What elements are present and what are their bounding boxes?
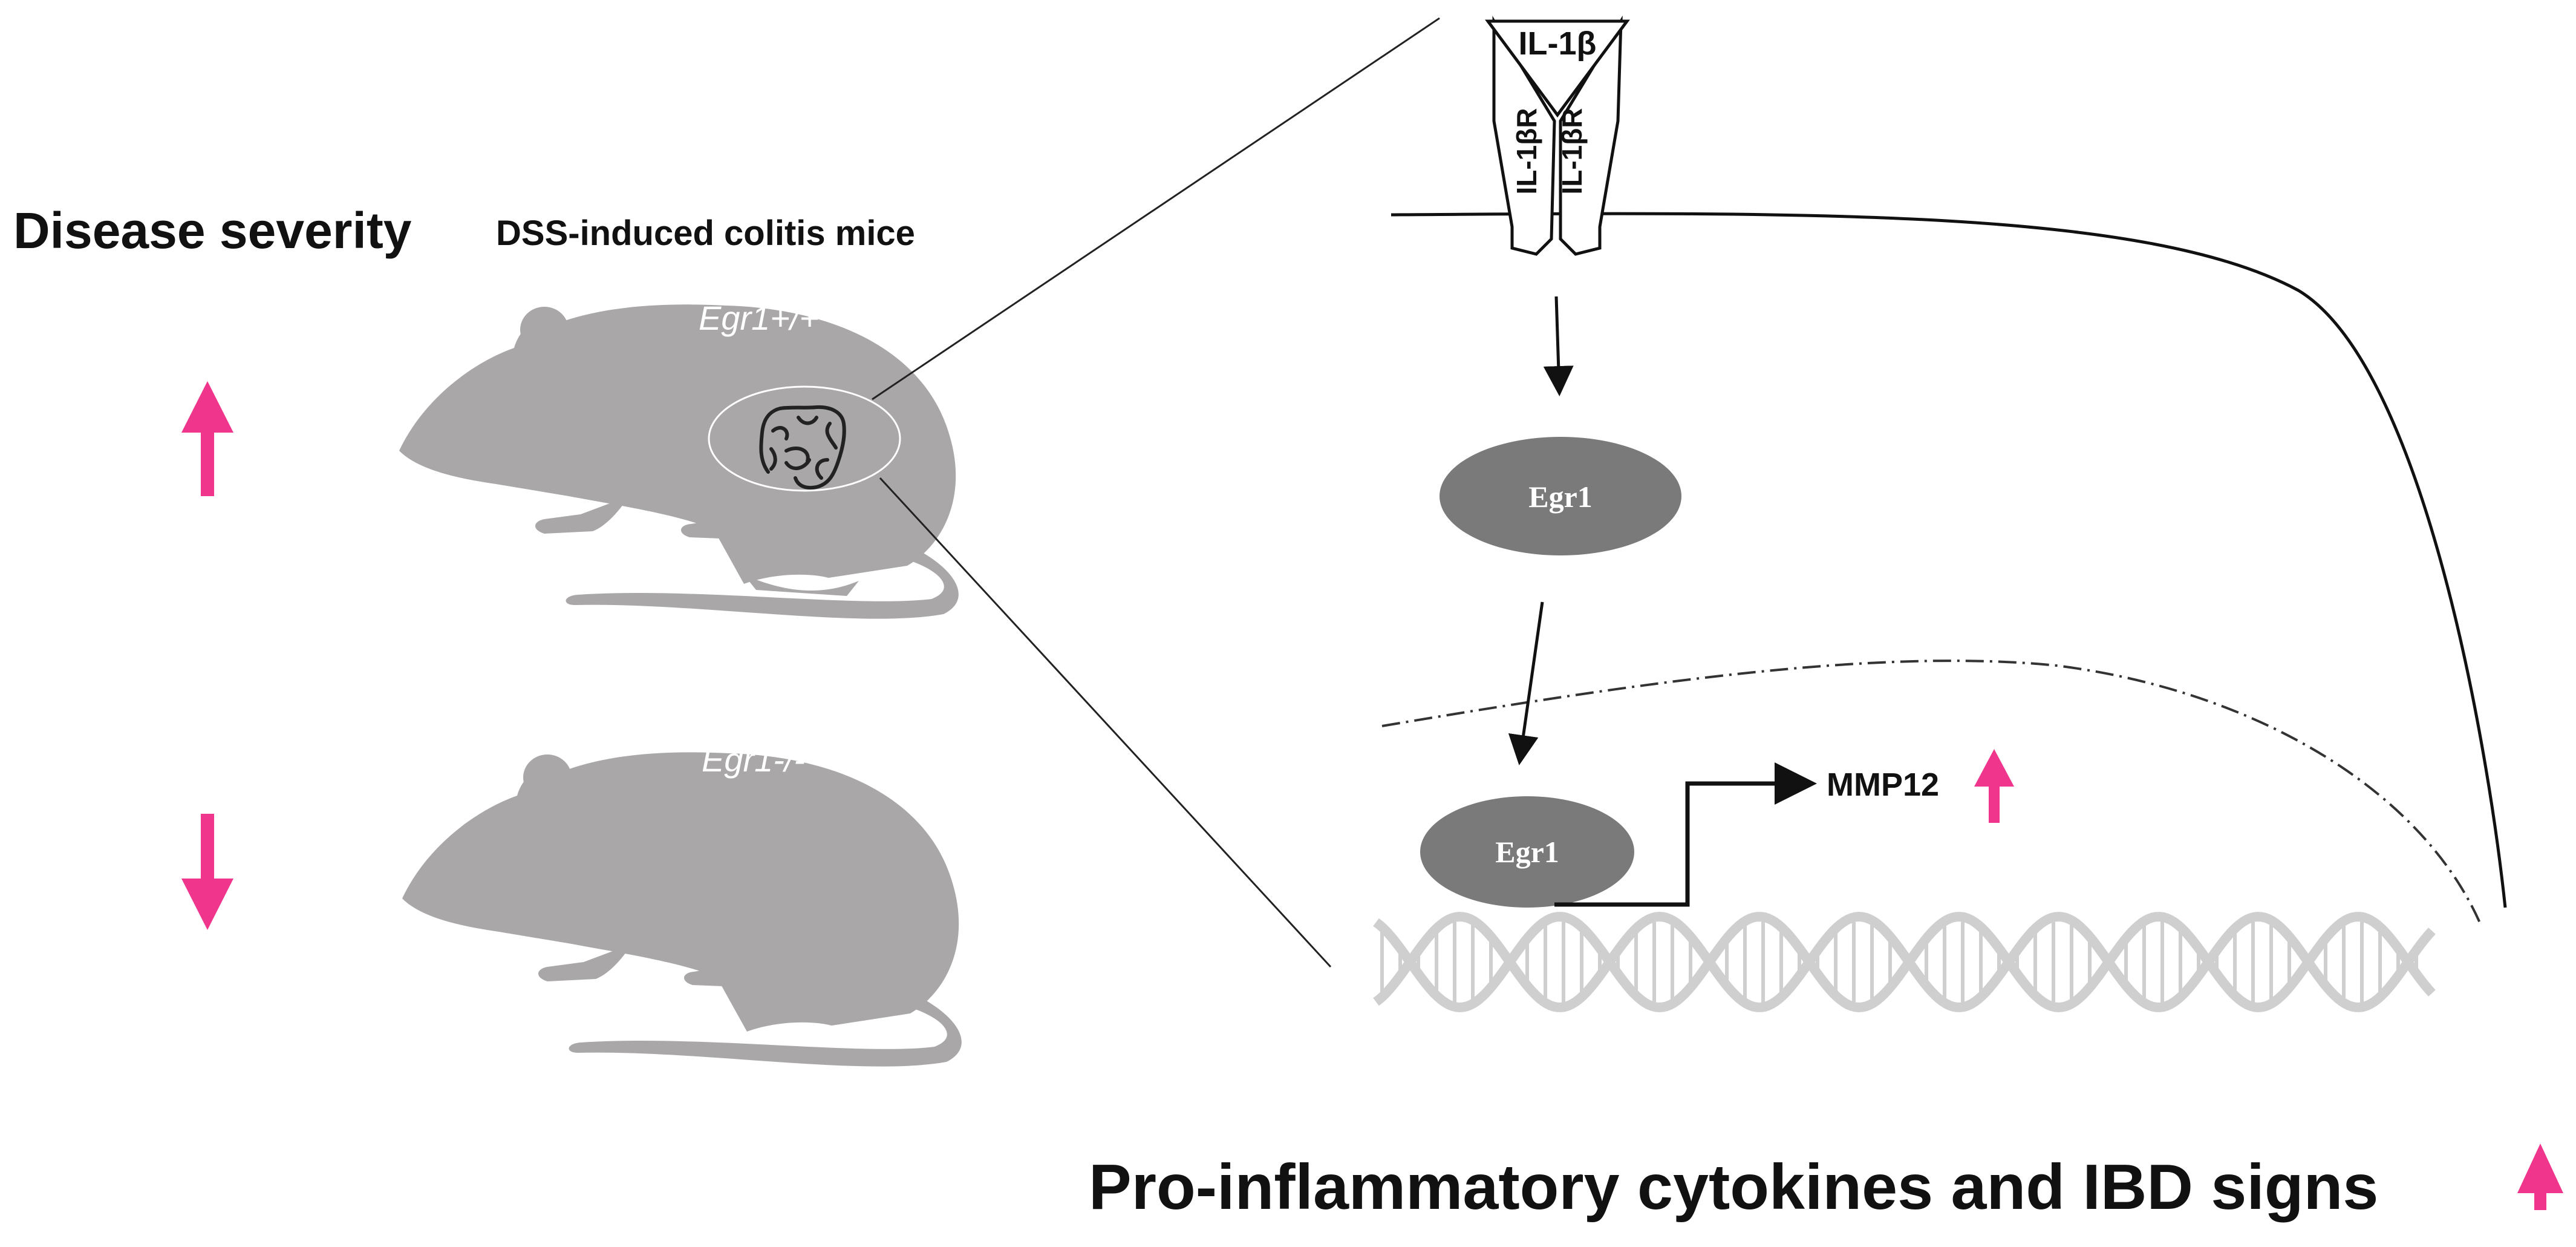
receptor-left-label: IL-1βR [1511, 108, 1542, 194]
dna-helix-icon [1373, 911, 2436, 1013]
egr1-nucleus-node [1420, 796, 1634, 908]
target-gene-label: MMP12 [1827, 767, 1939, 803]
nuclear-envelope [1381, 660, 2481, 923]
up-arrow-icon [181, 381, 233, 496]
egr1-nucleus-label: Egr1 [1495, 835, 1559, 869]
intestine-icon [759, 405, 846, 490]
cell-membrane [1391, 212, 2507, 908]
ligand-label: IL-1β [1519, 25, 1597, 62]
egr1-cytoplasm-node [1440, 437, 1681, 555]
arrow-receptor-to-egr1 [1543, 296, 1574, 396]
mouse-ko-label: Egr1-/- [702, 741, 805, 779]
outcome-label: Pro-inflammatory cytokines and IBD signs [1089, 1151, 2378, 1223]
dna-strand [1373, 912, 2436, 1013]
transcription-arrow [1554, 762, 1817, 907]
zoom-line-top [872, 17, 1440, 401]
zoom-line-bottom [879, 477, 1332, 968]
dna-strand [1373, 911, 2436, 1012]
egr1-cytoplasm-label: Egr1 [1528, 480, 1593, 514]
mouse-wt-label: Egr1+/+ [699, 299, 819, 337]
mouse-wt-silhouette [399, 304, 959, 619]
model-label: DSS-induced colitis mice [496, 214, 915, 253]
severity-label: Disease severity [13, 202, 412, 259]
up-arrow-icon [1974, 749, 2014, 823]
zoom-region-outline [708, 385, 901, 492]
il1-receptor-complex [1485, 15, 1630, 256]
arrow-egr1-to-nucleus [1508, 601, 1544, 765]
receptor-right-label: IL-1βR [1556, 108, 1588, 194]
up-arrow-icon [2517, 1144, 2563, 1210]
down-arrow-icon [181, 814, 233, 930]
mouse-ko-silhouette [402, 752, 962, 1067]
